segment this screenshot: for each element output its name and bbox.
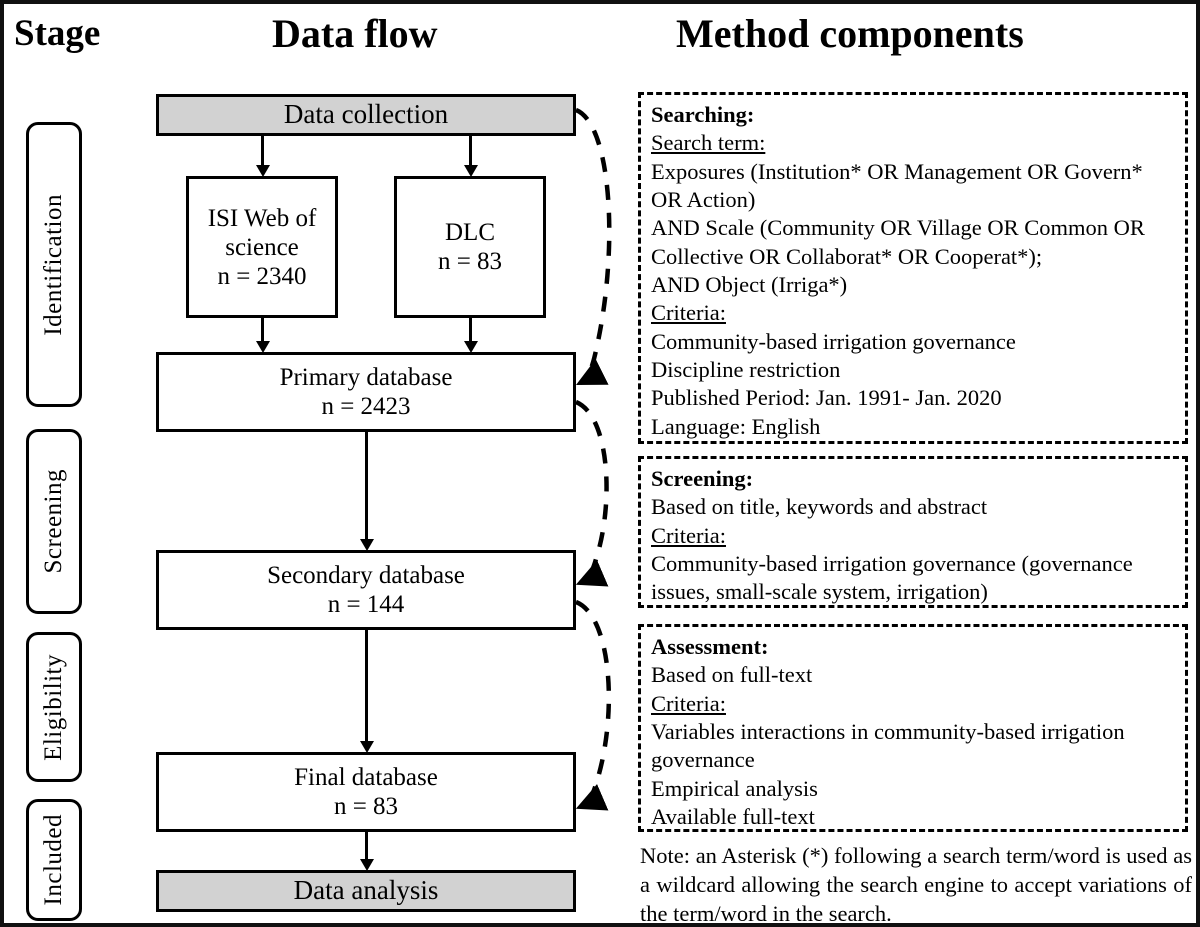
- flow-box-isi-title-line1: ISI Web of: [207, 204, 317, 232]
- method-box-screening: Screening: Based on title, keywords and …: [638, 456, 1188, 608]
- stage-label-eligibility: Eligibility: [40, 653, 67, 761]
- method-screening-basis: Based on title, keywords and abstract: [651, 494, 988, 520]
- flow-box-primary-count: n = 2423: [321, 393, 411, 420]
- flow-box-secondary-title: Secondary database: [267, 562, 465, 589]
- stage-pill-screening: Screening: [26, 429, 82, 614]
- method-assessment-criteria-line-3: Available full-text: [651, 804, 815, 830]
- flow-box-isi-count: n = 2340: [217, 262, 307, 290]
- flow-box-data-analysis-title: Data analysis: [293, 875, 439, 906]
- flow-box-dlc-count: n = 83: [437, 248, 503, 275]
- method-searching-term-line-3: AND Object (Irriga*): [651, 272, 848, 298]
- method-assessment-criteria-line-1: Variables interactions in community-base…: [651, 719, 1125, 773]
- method-searching-term-line-2: AND Scale (Community OR Village OR Commo…: [651, 215, 1145, 269]
- flow-box-primary-database: Primary database n = 2423: [156, 352, 576, 432]
- method-searching-term-line-1: Exposures (Institution* OR Management OR…: [651, 158, 1143, 213]
- stage-pill-included: Included: [26, 799, 82, 921]
- flow-box-final-count: n = 83: [333, 793, 399, 820]
- method-screening-criteria-line-1: Community-based irrigation governance (g…: [651, 551, 1133, 605]
- arrow-primary-to-secondary: [359, 432, 374, 551]
- arrow-data-collection-to-isi: [255, 136, 270, 177]
- column-header-stage: Stage: [14, 13, 101, 54]
- stage-pill-identification: Identification: [26, 122, 82, 407]
- dashed-arrow-collection-to-primary: [574, 107, 612, 386]
- method-searching-subheading-term: Search term:: [651, 130, 766, 156]
- method-assessment-subheading-criteria: Criteria:: [651, 690, 726, 716]
- method-searching-criteria-line-2: Discipline restriction: [651, 357, 841, 383]
- column-header-data-flow: Data flow: [272, 11, 438, 56]
- flow-box-data-collection-title: Data collection: [283, 99, 449, 130]
- stage-label-screening: Screening: [40, 469, 67, 574]
- method-searching-criteria-line-1: Community-based irrigation governance: [651, 328, 1016, 354]
- method-note: Note: an Asterisk (*) following a search…: [640, 843, 1192, 926]
- flow-box-isi-web-of-science: ISI Web of science n = 2340: [186, 176, 338, 318]
- arrow-secondary-to-final: [359, 630, 374, 753]
- column-header-method-components: Method components: [676, 11, 1024, 56]
- method-screening-heading: Screening:: [651, 466, 754, 491]
- flow-box-dlc: DLC n = 83: [394, 176, 546, 318]
- stage-label-included: Included: [40, 814, 67, 906]
- dashed-arrow-secondary-to-final: [574, 599, 612, 811]
- dashed-arrow-primary-to-secondary: [574, 399, 609, 587]
- method-assessment-criteria-line-2: Empirical analysis: [651, 775, 818, 801]
- arrow-data-collection-to-dlc: [463, 136, 478, 177]
- method-screening-subheading-criteria: Criteria:: [651, 522, 726, 548]
- method-searching-criteria-line-3: Published Period: Jan. 1991- Jan. 2020: [651, 385, 1002, 411]
- flow-box-data-analysis: Data analysis: [156, 870, 576, 912]
- method-searching-criteria-line-4: Language: English: [651, 413, 821, 439]
- method-box-assessment: Assessment: Based on full-text Criteria:…: [638, 624, 1188, 832]
- flow-box-secondary-count: n = 144: [327, 591, 405, 618]
- flow-box-final-database: Final database n = 83: [156, 752, 576, 832]
- flow-box-primary-title: Primary database: [279, 364, 453, 391]
- flow-box-isi-title-line2: science: [225, 233, 299, 261]
- flow-box-dlc-title: DLC: [445, 219, 495, 246]
- stage-pill-eligibility: Eligibility: [26, 632, 82, 782]
- stage-label-identification: Identification: [40, 193, 67, 336]
- method-searching-subheading-criteria: Criteria:: [651, 300, 726, 326]
- arrow-dlc-to-primary: [463, 318, 478, 353]
- flow-box-final-title: Final database: [294, 764, 438, 791]
- arrow-isi-to-primary: [255, 318, 270, 353]
- flow-box-data-collection: Data collection: [156, 94, 576, 136]
- method-searching-heading: Searching:: [651, 102, 755, 127]
- method-assessment-heading: Assessment:: [651, 634, 769, 659]
- method-assessment-basis: Based on full-text: [651, 662, 813, 688]
- flow-box-secondary-database: Secondary database n = 144: [156, 550, 576, 630]
- arrow-final-to-data-analysis: [359, 832, 374, 871]
- method-box-searching: Searching: Search term: Exposures (Insti…: [638, 92, 1188, 444]
